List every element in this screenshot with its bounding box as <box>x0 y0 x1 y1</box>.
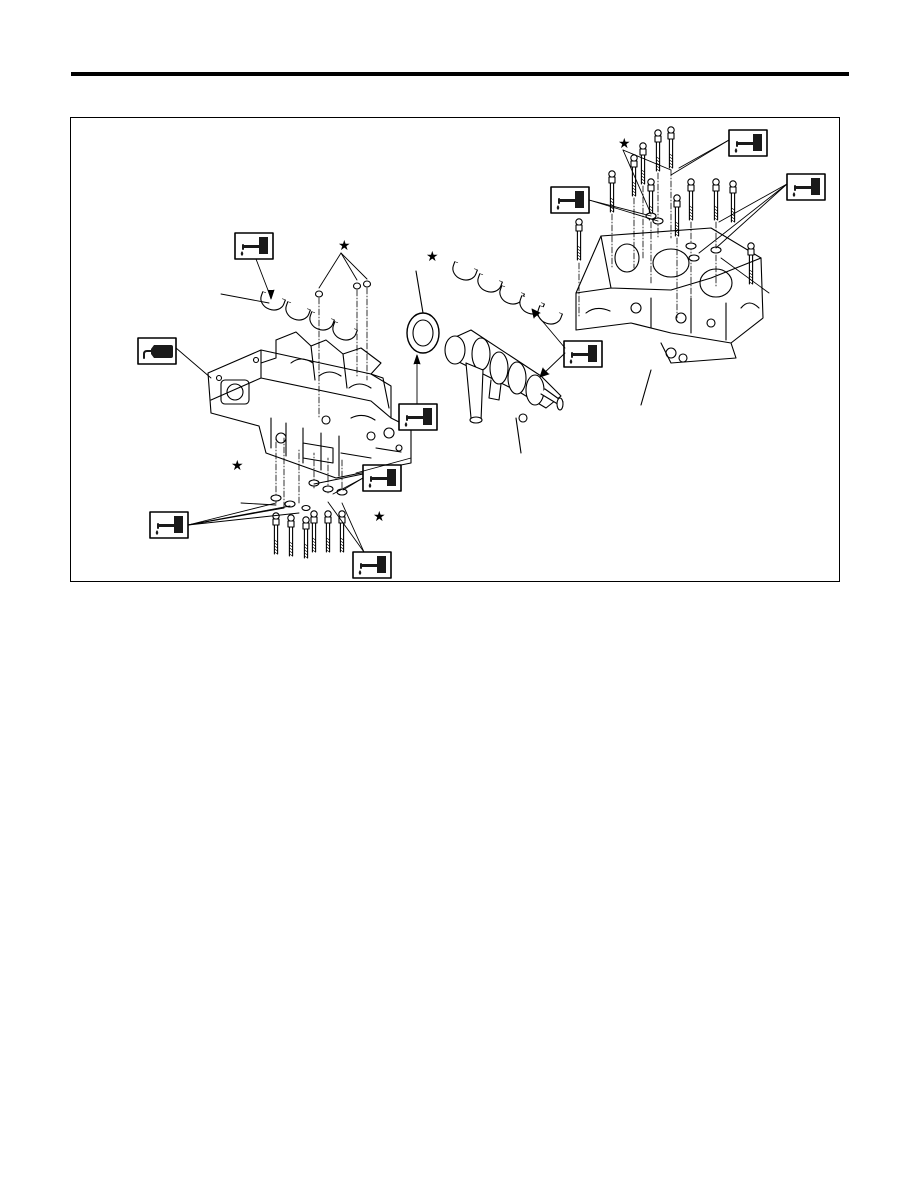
exploded-view-figure: ★ ★ ★ ★ ★ <box>70 117 840 582</box>
rear-oil-seal <box>406 270 440 354</box>
left-cylinder-block <box>207 331 412 479</box>
star-mark-icon: ★ <box>231 458 244 474</box>
sealant-tube-icon <box>137 337 177 365</box>
star-mark-icon: ★ <box>426 249 439 265</box>
engine-block-diagram: ★ ★ ★ ★ ★ <box>137 126 826 579</box>
oil-can-icon <box>563 340 603 368</box>
star-mark-icon: ★ <box>338 238 351 254</box>
main-bearing-shells-right <box>449 261 563 328</box>
star-mark-icon: ★ <box>373 509 386 525</box>
star-mark-icon: ★ <box>618 136 631 152</box>
leader-arrows <box>175 139 788 553</box>
oil-can-icon <box>398 403 438 431</box>
crankshaft <box>444 329 564 454</box>
oil-can-icon <box>786 173 826 201</box>
oil-can-icon <box>234 232 274 260</box>
oil-can-icon <box>362 464 402 492</box>
oil-can-icon <box>550 186 590 214</box>
oil-can-icon <box>352 551 392 579</box>
lower-bolts-left <box>270 479 348 559</box>
oil-can-icon <box>149 511 189 539</box>
oil-can-icon <box>728 129 768 157</box>
right-cylinder-block <box>575 227 764 406</box>
header-rule <box>71 72 849 76</box>
main-bearing-shells-left <box>257 280 372 344</box>
